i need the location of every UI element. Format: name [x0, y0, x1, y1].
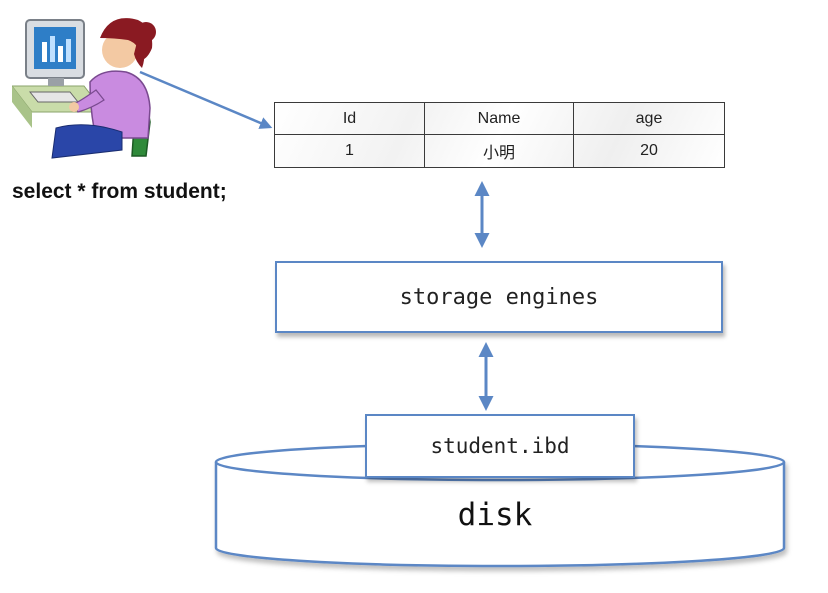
- user-at-computer-icon: [12, 18, 156, 159]
- table-header-age: age: [574, 103, 724, 135]
- storage-engines-box: storage engines: [275, 261, 723, 333]
- data-file-box: student.ibd: [365, 414, 635, 478]
- table-cell-age: 20: [640, 142, 658, 159]
- disk-cylinder: [214, 442, 786, 568]
- result-table: Id Name age 1 小明 20: [274, 102, 725, 168]
- disk-label: disk: [457, 497, 533, 533]
- data-file-label: student.ibd: [430, 434, 570, 458]
- table-header-name: Name: [425, 103, 574, 135]
- table-cell-name: 小明: [425, 135, 574, 167]
- storage-engines-label: storage engines: [399, 284, 599, 310]
- table-cell-id: 1: [275, 135, 425, 167]
- sql-query-text: select * from student;: [12, 180, 227, 203]
- table-header-id: Id: [275, 103, 425, 135]
